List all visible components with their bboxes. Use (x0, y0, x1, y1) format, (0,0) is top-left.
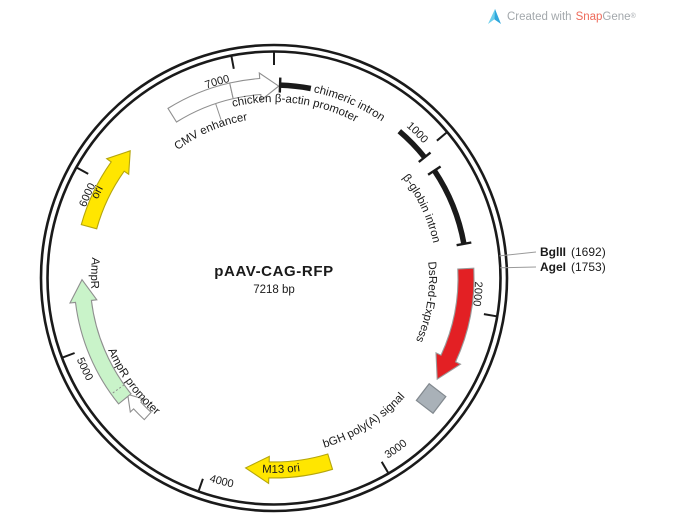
tick-2000 (483, 313, 497, 318)
bgh-polya-signal-marker (415, 382, 447, 415)
plasmid-title: pAAV-CAG-RFP (214, 263, 333, 280)
m13-ori-shape (244, 453, 334, 485)
tick-label-2000: 2000 (470, 281, 484, 307)
tick-3000 (380, 461, 390, 474)
watermark-brand-snap: Snap (575, 10, 603, 23)
site-label-bglii: BglII (1692) (540, 245, 606, 259)
enzyme-position: (1692) (571, 245, 606, 259)
ampr-promoter-shape (127, 393, 152, 421)
bgh-polya-signal-label: bGH poly(A) signal (322, 391, 408, 451)
chimeric-intron-end-bar (278, 77, 282, 93)
chimeric-intron-line (279, 82, 312, 92)
registered-trademark-symbol: ® (630, 13, 636, 20)
chicken-beta-actin-promoter-shape (229, 71, 280, 102)
beta-globin-intron-line (432, 169, 467, 245)
enzyme-name: BglII (540, 245, 566, 259)
beta-globin-intron-end-bar (427, 165, 442, 176)
tick-4000 (197, 478, 204, 492)
tick-1000 (436, 131, 448, 142)
site-leader-agei (500, 266, 537, 269)
watermark-text: Created with (507, 10, 572, 23)
m13-ori-label: M13 ori (262, 462, 301, 476)
ampr-segment-divider (110, 384, 125, 395)
feature-beta-globin-intron (432, 169, 467, 245)
feature-chicken-beta-actin-promoter (229, 71, 280, 102)
tick-6000 (76, 166, 89, 175)
site-leader-bglii (499, 251, 537, 257)
plasmid-length: 7218 bp (253, 284, 295, 296)
dsred-express-label: DsRed-Express (413, 261, 438, 344)
cmv-enhancer-shape (167, 82, 234, 123)
ori-label: ori (89, 184, 105, 201)
tick-5000 (62, 352, 75, 359)
restriction-site-labels: BglII (1692) AgeI (1753) (540, 245, 606, 274)
plasmid-backbone-ring (39, 43, 509, 513)
enzyme-position: (1753) (571, 260, 606, 274)
feature-ampr (69, 278, 132, 405)
snapgene-watermark: Created with Snap Gene ® (487, 8, 636, 25)
feature-bgh-polya-signal (415, 382, 447, 415)
chimeric-intron-end-bar (418, 151, 432, 163)
enzyme-name: AgeI (540, 260, 566, 274)
cmv-enhancer-label-leader (215, 103, 222, 120)
feature-m13-ori (244, 453, 334, 485)
feature-dsred-express (435, 267, 475, 381)
ampr-shape (69, 278, 132, 405)
dsred-express-shape (435, 267, 475, 381)
watermark-brand-gene: Gene (602, 10, 631, 23)
beta-globin-intron-end-bar (456, 241, 472, 247)
feature-cmv-enhancer (167, 82, 234, 123)
tick-label-3000: 3000 (383, 437, 410, 461)
ampr-label: AmpR (88, 257, 101, 289)
site-label-agei: AgeI (1753) (540, 260, 606, 274)
feature-ampr-promoter (127, 393, 152, 421)
snapgene-logo-icon (488, 9, 501, 24)
feature-ori (80, 150, 131, 230)
tick-label-4000: 4000 (208, 473, 234, 491)
beta-globin-intron-label: β-globin intron (400, 172, 442, 244)
ori-shape (80, 150, 131, 230)
tick-7000 (230, 55, 235, 69)
